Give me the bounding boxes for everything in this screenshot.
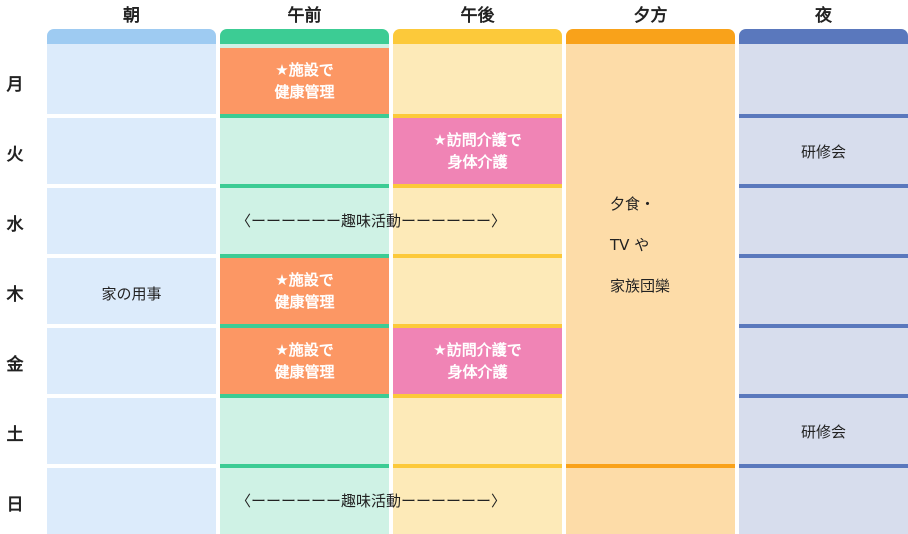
event-health-thu: ★施設で 健康管理 [220,258,389,324]
event-visit-line2: 身体介護 [447,153,508,171]
event-dinner-line1: 夕食・ [610,195,656,213]
am-header-bar [220,29,389,44]
row-divider [739,324,908,328]
evening-column [566,44,735,534]
row-divider [47,184,216,188]
row-divider [393,254,562,258]
event-health-line2: 健康管理 [274,293,335,311]
event-housework: 家の用事 [101,285,162,303]
night-header-bar [739,29,908,44]
header-morning: 朝 [123,6,140,26]
event-health-line1: ★施設で [275,341,334,359]
header-pm: 午後 [460,6,495,26]
day-label-mon: 月 [6,75,24,95]
row-divider [739,254,908,258]
event-health-line2: 健康管理 [274,363,335,381]
row-divider [393,114,562,118]
morning-column [47,44,216,534]
row-divider [47,394,216,398]
row-divider [220,324,389,328]
morning-header-bar [47,29,216,44]
event-hobby-sun: 〈ーーーーーー趣味活動ーーーーーー〉 [236,492,507,510]
day-label-sun: 日 [6,495,24,515]
row-divider [47,464,216,468]
event-visit-line2: 身体介護 [447,363,508,381]
row-divider [393,394,562,398]
header-evening: 夕方 [633,6,668,26]
event-health-line2: 健康管理 [274,83,335,101]
event-study-tue: 研修会 [800,143,846,161]
event-hobby-wed: 〈ーーーーーー趣味活動ーーーーーー〉 [236,212,507,230]
row-divider [566,464,735,468]
row-divider [739,394,908,398]
event-visit-line1: ★訪問介護で [433,341,522,359]
row-divider [393,184,562,188]
row-divider [220,114,389,118]
event-health-fri: ★施設で 健康管理 [220,328,389,394]
event-visit-fri: ★訪問介護で 身体介護 [393,328,562,394]
event-visit-line1: ★訪問介護で [433,131,522,149]
row-divider [220,394,389,398]
night-column [739,44,908,534]
row-divider [220,464,389,468]
event-dinner-line3: 家族団欒 [610,277,671,295]
event-dinner-line2: TV や [610,236,650,254]
row-divider [393,464,562,468]
event-visit-tue: ★訪問介護で 身体介護 [393,118,562,184]
pm-header-bar [393,29,562,44]
event-study-sat: 研修会 [800,423,846,441]
day-label-tue: 火 [6,145,24,165]
header-night: 夜 [815,6,832,26]
event-health-line1: ★施設で [275,61,334,79]
row-divider [393,324,562,328]
row-divider [220,184,389,188]
header-am: 午前 [287,6,322,26]
day-label-sat: 土 [6,425,24,445]
event-health-line1: ★施設で [275,271,334,289]
row-divider [739,114,908,118]
evening-header-bar [566,29,735,44]
row-divider [47,114,216,118]
row-divider [220,254,389,258]
row-divider [47,324,216,328]
event-health-mon: ★施設で 健康管理 [220,48,389,114]
row-divider [739,184,908,188]
row-divider [739,464,908,468]
row-divider [47,254,216,258]
day-label-thu: 木 [6,285,24,305]
day-label-fri: 金 [6,355,24,375]
day-label-wed: 水 [6,215,24,235]
